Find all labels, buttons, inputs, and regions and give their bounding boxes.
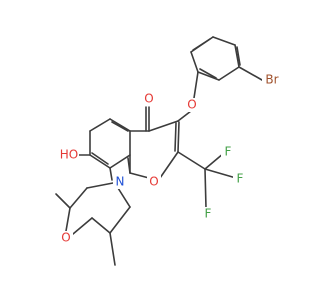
bond-15	[177, 121, 180, 153]
bond-18	[129, 172, 150, 179]
atom-f2-label: F	[237, 172, 244, 186]
bond-5	[190, 51, 199, 73]
atom-br: Br	[262, 73, 282, 87]
bond-1	[212, 36, 236, 46]
bond-43	[55, 193, 71, 209]
bond-14	[148, 120, 179, 132]
bond-38	[72, 217, 93, 235]
atom-o-ring: O	[147, 175, 161, 189]
bond-16	[174, 122, 177, 152]
bond-41	[86, 182, 114, 189]
atom-o-carbonyl: O	[142, 92, 156, 106]
bond-28	[127, 157, 131, 174]
bond-27	[91, 152, 109, 165]
atom-o-carbonyl-label: O	[144, 92, 153, 106]
bond-33	[204, 168, 207, 209]
atom-hydroxyl-label: HO	[60, 148, 78, 162]
bond-11	[177, 110, 192, 122]
atom-br-label: Br	[265, 73, 278, 87]
bond-10	[193, 71, 199, 99]
atom-o-ether-link: O	[185, 98, 199, 112]
bond-6	[192, 38, 211, 51]
bond-3	[218, 66, 240, 81]
bond-42	[109, 232, 116, 266]
bond-8	[199, 68, 217, 79]
bond-22	[89, 118, 111, 132]
bond-39	[65, 207, 71, 232]
bond-37	[91, 217, 111, 234]
bond-31	[204, 152, 225, 170]
bond-34	[109, 167, 113, 181]
bond-9	[238, 66, 263, 81]
bond-36	[109, 206, 131, 234]
atom-f1-label: F	[225, 145, 232, 159]
atom-f2: F	[233, 172, 247, 186]
bond-35	[117, 187, 131, 208]
bond-25	[109, 154, 131, 169]
atom-hydroxyl: HO	[59, 148, 79, 162]
atom-o-ring-label: O	[149, 175, 158, 189]
bond-30	[177, 151, 206, 170]
bond-26	[111, 121, 129, 132]
molecule-structure: O O Br HO O F F F	[55, 36, 282, 266]
bond-4	[197, 71, 220, 81]
atom-o-ether-link-label: O	[187, 98, 196, 112]
atom-o-morph-label: O	[61, 231, 70, 245]
atom-n-morph: N	[113, 175, 127, 189]
bond-7	[236, 46, 241, 66]
bond-32	[204, 168, 237, 179]
atom-f3-label: F	[205, 207, 212, 221]
bond-2	[234, 44, 240, 68]
bond-lines	[55, 36, 263, 266]
atom-o-morph: O	[59, 231, 73, 245]
bond-17	[159, 151, 179, 179]
atom-f3: F	[201, 207, 215, 221]
bond-24	[89, 154, 111, 169]
atom-labels: O O Br HO O F F F	[59, 73, 282, 245]
bond-40	[69, 187, 88, 209]
bond-21	[109, 118, 131, 132]
atom-f1: F	[221, 145, 235, 159]
atom-n-morph-label: N	[116, 175, 125, 189]
